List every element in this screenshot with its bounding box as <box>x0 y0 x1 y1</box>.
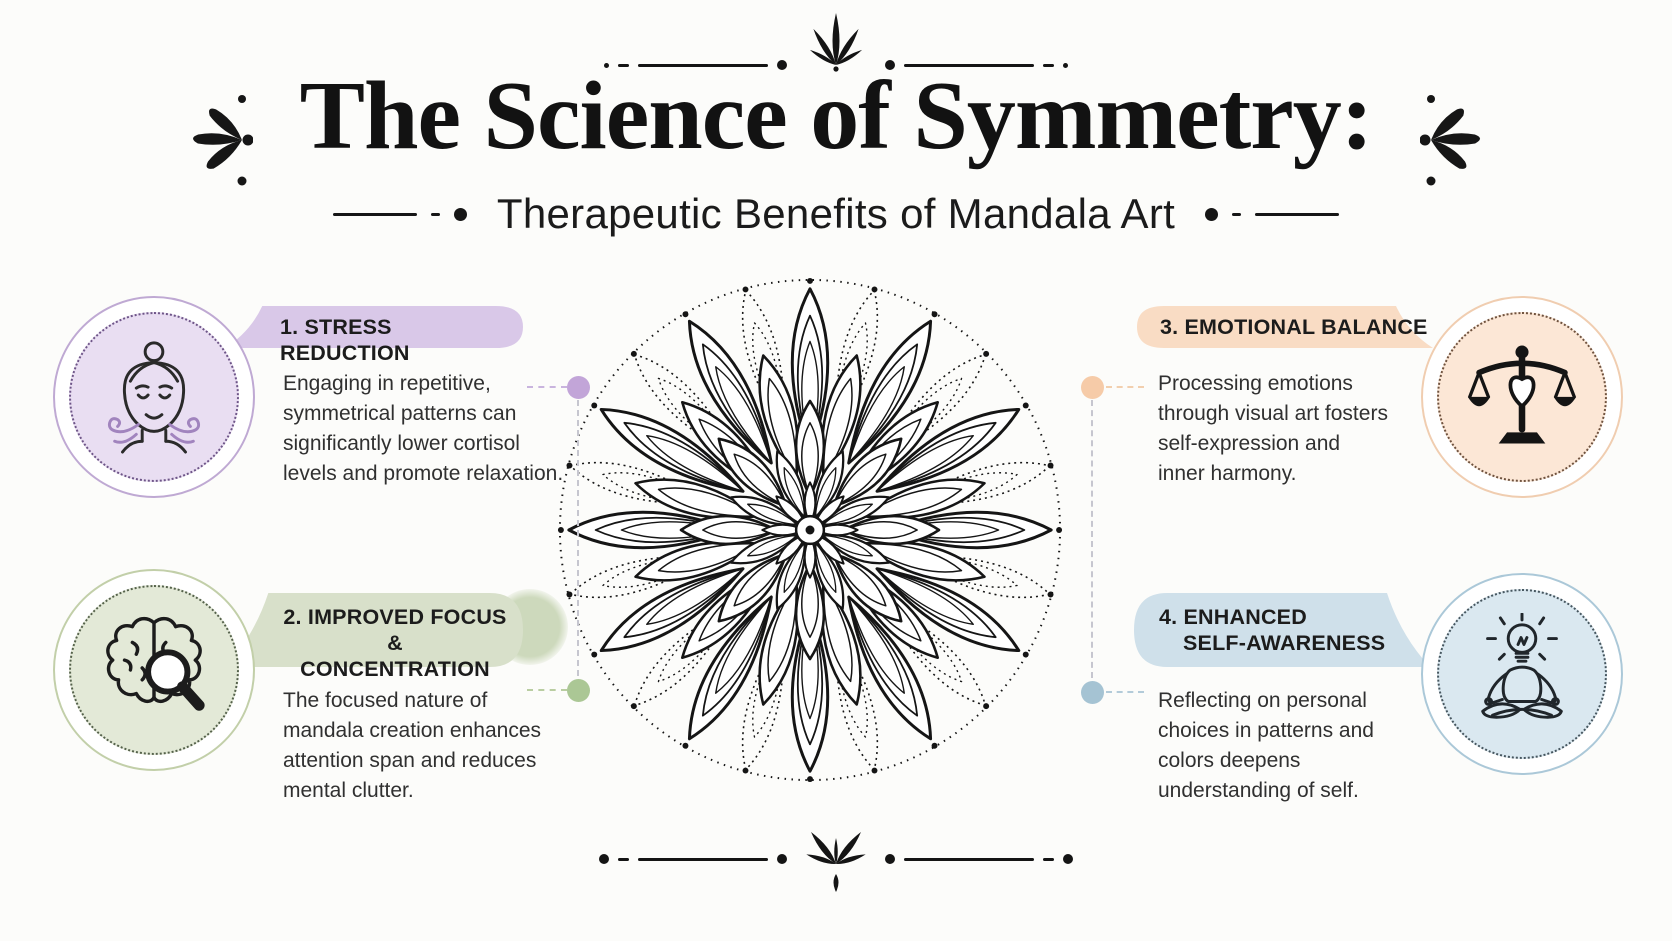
ornament-dot <box>777 60 787 70</box>
ornament-dash <box>1043 63 1054 67</box>
meditation-lightbulb-icon <box>1463 612 1581 736</box>
top-ornament <box>0 12 1672 80</box>
self-awareness-text: Reflecting on personal choices in patter… <box>1158 689 1374 802</box>
brain-magnifier-icon <box>95 609 213 732</box>
lotus-icon <box>796 7 876 78</box>
ornament-dash <box>1043 857 1054 861</box>
subtitle-dot <box>1205 207 1219 221</box>
connector-dash <box>1106 691 1144 693</box>
subtitle-dash <box>1232 212 1242 216</box>
subtitle-dot <box>453 207 467 221</box>
badge-label-line: 2. IMPROVED FOCUS & <box>283 605 507 655</box>
self-awareness-badge: 4. ENHANCED SELF-AWARENESS <box>1133 592 1433 668</box>
left-connector-line <box>577 400 579 676</box>
subtitle-row: Therapeutic Benefits of Mandala Art <box>0 190 1672 238</box>
badge-label-line: 4. ENHANCED <box>1159 605 1307 629</box>
subtitle-dash <box>430 212 440 216</box>
right-connector-line <box>1091 400 1093 678</box>
ornament-dot <box>599 854 609 864</box>
badge-label-line: SELF-AWARENESS <box>1183 631 1386 655</box>
connector-dot <box>1081 376 1104 399</box>
page-title: The Science of Symmetry: <box>299 62 1374 170</box>
badge-label: 1. STRESS REDUCTION <box>280 315 410 365</box>
ornament-dot <box>1063 62 1068 68</box>
improved-focus-text: The focused nature of mandala creation e… <box>283 689 542 802</box>
mandala-illustration <box>550 270 1070 790</box>
improved-focus-badge: 2. IMPROVED FOCUS & CONCENTRATION <box>222 592 524 681</box>
ornament-dash <box>618 63 629 67</box>
improved-focus-circle <box>53 569 255 771</box>
ornament-dash <box>618 857 629 861</box>
ornament-dot <box>885 60 895 70</box>
emotional-balance-badge: 3. EMOTIONAL BALANCE <box>1136 305 1436 349</box>
ornament-dot <box>885 854 895 864</box>
ornament-dot <box>777 854 787 864</box>
ornament-dot <box>604 62 609 68</box>
stress-reduction-badge: 1. STRESS REDUCTION <box>222 305 524 365</box>
connector-dash <box>1106 386 1144 388</box>
subtitle-line <box>332 212 417 216</box>
breathing-face-icon <box>95 336 213 459</box>
self-awareness-circle <box>1421 573 1623 775</box>
ornament-line <box>904 857 1034 861</box>
ornament-dot <box>1063 854 1073 864</box>
emotional-balance-text: Processing emotions through visual art f… <box>1158 372 1388 485</box>
ornament-line <box>904 63 1034 67</box>
ornament-line <box>638 857 768 861</box>
page-subtitle: Therapeutic Benefits of Mandala Art <box>496 190 1176 237</box>
leaf-cluster-icon <box>796 831 876 899</box>
badge-label-line: CONCENTRATION <box>300 657 490 681</box>
ornament-line <box>638 63 768 67</box>
stress-reduction-text: Engaging in repetitive, symmetrical patt… <box>283 372 564 485</box>
bottom-ornament <box>0 831 1672 892</box>
balance-scales-heart-icon <box>1466 339 1578 456</box>
emotional-balance-circle <box>1421 296 1623 498</box>
badge-label: 3. EMOTIONAL BALANCE <box>1160 315 1428 339</box>
right-flourish-icon <box>1419 82 1515 205</box>
connector-dot <box>1081 681 1104 704</box>
subtitle-line <box>1255 212 1340 216</box>
stress-reduction-circle <box>53 296 255 498</box>
left-flourish-icon <box>158 82 254 205</box>
